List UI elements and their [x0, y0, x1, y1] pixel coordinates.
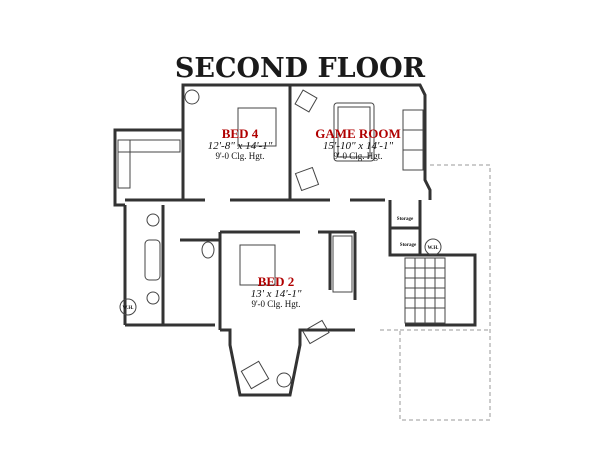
plant-icon: [184, 89, 200, 105]
deck-outline: [380, 164, 491, 421]
toilet-icon: [201, 241, 215, 259]
storage-label: Storage: [397, 217, 414, 222]
furniture: [144, 89, 375, 390]
bed4-size: 12'-8" x 14'-1": [208, 140, 273, 152]
sink-icon: [146, 213, 160, 227]
pool-table: [333, 102, 375, 162]
chair: [294, 166, 320, 192]
closet-shelving: [117, 139, 181, 189]
plant-icon: [276, 372, 292, 388]
game-room-label: GAME ROOM: [315, 126, 401, 141]
game-room-ceiling: 9'-0 Clg. Hgt.: [333, 151, 382, 161]
game-room-size: 15'-10" x 14'-1": [323, 140, 394, 152]
bed4-ceiling: 9'-0 Clg. Hgt.: [215, 151, 264, 161]
water-heater-label: W.H.: [428, 246, 440, 251]
storage-label: Storage: [400, 243, 417, 248]
bed2-label: BED 2: [258, 274, 294, 289]
bed4-label: BED 4: [222, 126, 259, 141]
chair: [240, 360, 270, 390]
bed2-bed: [239, 244, 276, 286]
stairs: [404, 257, 446, 324]
bed2-ceiling: 9'-0 Clg. Hgt.: [251, 299, 300, 309]
plan-title: SECOND FLOOR: [175, 53, 426, 84]
bed2-size: 13' x 14'-1": [251, 288, 302, 300]
bathtub: [144, 239, 161, 281]
water-heater-label: W.H.: [123, 306, 135, 311]
walls: [113, 83, 477, 397]
water-heater-icon: [119, 298, 137, 316]
sink-icon: [146, 291, 160, 305]
water-heater-icon: [424, 238, 442, 256]
chair: [294, 89, 318, 113]
bed4-bed: [237, 107, 277, 147]
desk: [302, 319, 330, 345]
closet-shelving-bed2: [332, 235, 353, 293]
game-room-shelves: [402, 109, 424, 171]
